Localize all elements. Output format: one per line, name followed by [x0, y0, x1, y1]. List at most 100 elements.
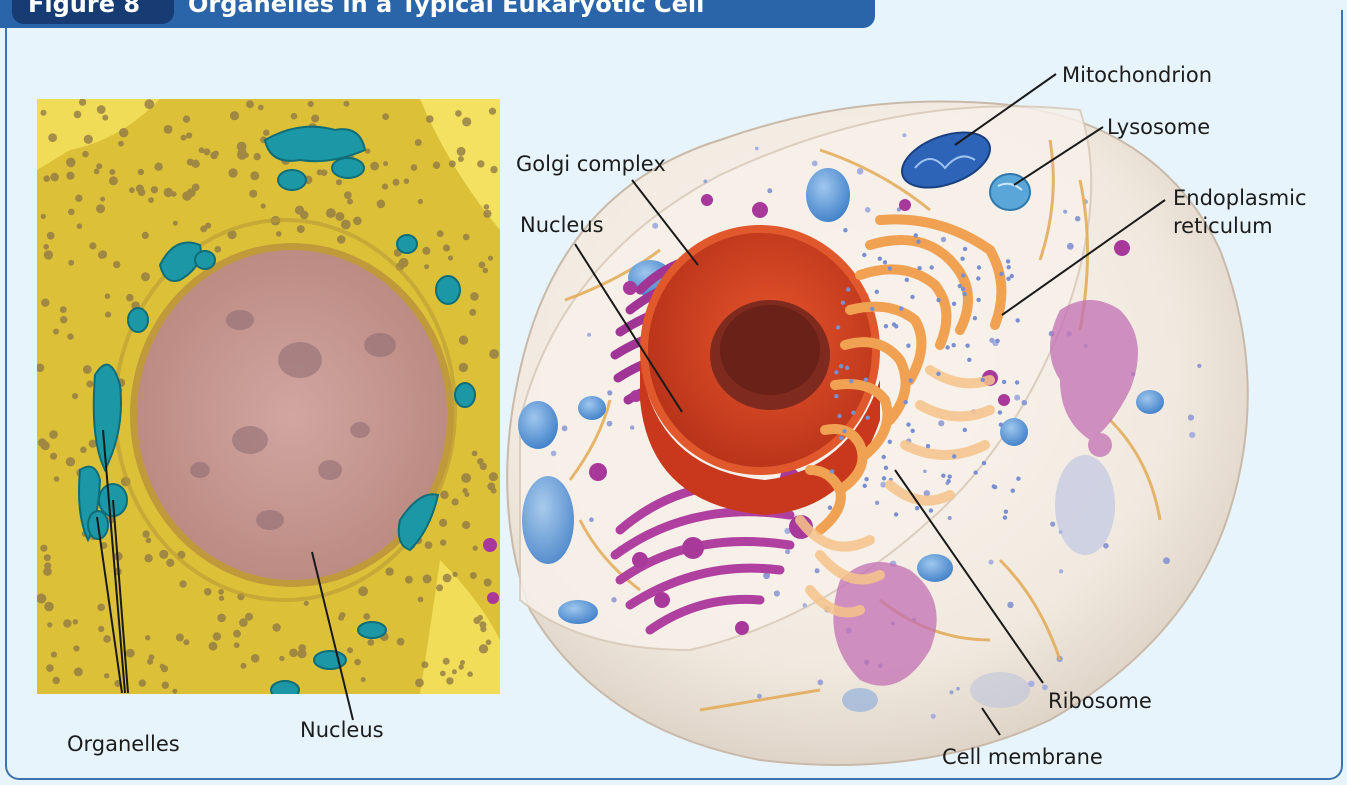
ribosome-dot [1015, 380, 1019, 384]
cytoplasm-particle [1042, 685, 1048, 691]
cytoplasm-particle [989, 560, 994, 565]
granule [452, 669, 457, 674]
granule [426, 115, 434, 123]
granule [80, 447, 87, 454]
granule [100, 197, 105, 202]
ribosome-dot [952, 454, 956, 458]
cytoplasm-particle [1189, 432, 1195, 438]
ribosome-dot [839, 364, 843, 368]
ribosome-dot [945, 345, 949, 349]
cell-illustration [483, 102, 1248, 765]
granule [50, 453, 57, 460]
granule [164, 125, 173, 134]
granule [484, 579, 492, 587]
ribosome-dot [963, 247, 967, 251]
ribosome-dot [1003, 515, 1007, 519]
granule [41, 299, 49, 307]
ribosome-dot [828, 506, 832, 510]
ribosome-dot [948, 474, 952, 478]
granule [36, 364, 45, 373]
granule [41, 214, 46, 219]
granule [218, 589, 224, 595]
cytoplasm-particle [1022, 400, 1028, 406]
ribosome-dot [906, 344, 910, 348]
granule [347, 199, 353, 205]
ribosome-dot [1006, 259, 1010, 263]
cytoplasm-particle [767, 188, 772, 193]
ribosome-dot [936, 298, 940, 302]
ribosome-dot [973, 316, 977, 320]
label-nucleus-micrograph: Nucleus [300, 717, 384, 743]
ribosome-dot [992, 484, 996, 488]
ribosome-dot [967, 358, 971, 362]
granule [203, 148, 210, 155]
granule [382, 184, 388, 190]
granule [97, 604, 105, 612]
granule [204, 588, 212, 596]
granule [251, 654, 260, 663]
granule [43, 567, 52, 576]
granule [489, 472, 498, 481]
ribosome-dot [1010, 274, 1014, 278]
granule [172, 689, 177, 694]
granule [291, 113, 298, 120]
granule [103, 635, 111, 643]
granule [68, 209, 75, 216]
granule [477, 160, 484, 167]
granule [63, 619, 71, 627]
granule [60, 306, 67, 313]
granule [44, 250, 53, 259]
granule [404, 178, 410, 184]
ribosome-dot [862, 253, 866, 257]
granule [279, 656, 284, 661]
ribosome-dot [976, 276, 980, 280]
label-mitochondrion: Mitochondrion [1062, 62, 1212, 88]
ribosome-dot [906, 422, 910, 426]
granule [54, 476, 60, 482]
cytoplasm-particle [1197, 364, 1201, 368]
ribosome-dot [1016, 318, 1020, 322]
granule [479, 644, 488, 653]
granule [102, 115, 108, 121]
granule [41, 110, 47, 116]
cytoplasm-particle [812, 161, 818, 167]
granule [298, 644, 306, 652]
ribosome-dot [842, 429, 846, 433]
granule [321, 169, 328, 176]
ribosome-dot [851, 411, 855, 415]
granule [480, 463, 487, 470]
granule [397, 638, 405, 646]
granule [443, 658, 450, 665]
ribosome-dot [837, 414, 841, 418]
granule [149, 654, 155, 660]
granule [72, 393, 78, 399]
granule [97, 105, 106, 114]
granule [459, 336, 468, 345]
granule [129, 187, 135, 193]
ribosome-dot [870, 307, 874, 311]
ribosome-dot [882, 476, 886, 480]
ribosome-dot [963, 428, 967, 432]
granule [361, 677, 366, 682]
granule [377, 200, 386, 209]
granule [382, 113, 389, 120]
granule [258, 105, 264, 111]
granule [446, 677, 453, 684]
ribosome-dot [952, 302, 956, 306]
granule [385, 567, 393, 575]
granule [192, 160, 200, 168]
ribosome-dot [916, 240, 920, 244]
cytoplasm-particle [607, 390, 612, 395]
granule [272, 623, 280, 631]
granule [489, 349, 499, 359]
granule [75, 195, 82, 202]
granule [473, 617, 480, 624]
granule [44, 554, 51, 561]
granule [113, 261, 120, 268]
label-cell-membrane: Cell membrane [942, 744, 1103, 770]
ribosome-dot [875, 290, 879, 294]
granule [472, 451, 478, 457]
granule [96, 163, 102, 169]
granule [151, 186, 158, 193]
ribosome-dot [841, 301, 845, 305]
